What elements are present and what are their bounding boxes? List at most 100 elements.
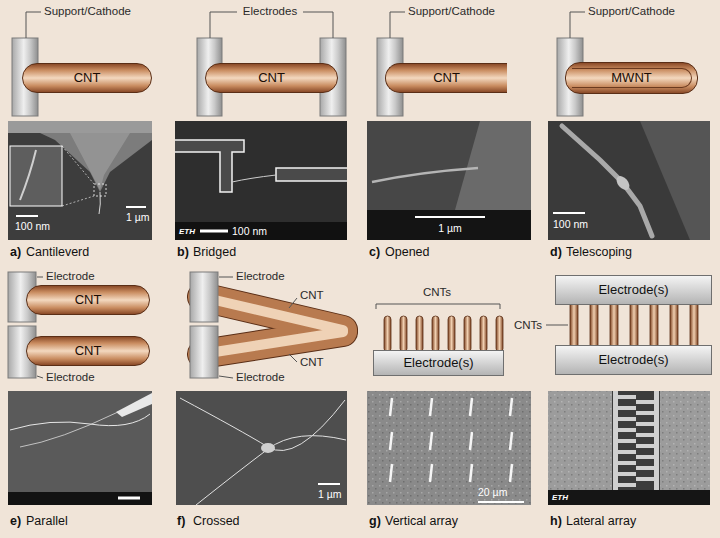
panel-caption: Vertical array — [385, 514, 458, 528]
sem-image — [548, 391, 710, 505]
sem-image — [8, 391, 152, 505]
sem-image — [70, 133, 130, 190]
sem-image — [196, 436, 346, 505]
sem-image — [510, 432, 512, 450]
panel-letter: c) — [369, 245, 380, 259]
sem-image — [116, 393, 152, 417]
watermark: ETH — [179, 227, 195, 236]
sem-image — [62, 196, 94, 206]
sem-image — [636, 477, 654, 481]
sem-image — [618, 483, 636, 487]
node-text: CNT — [74, 71, 101, 86]
sem-image — [654, 391, 659, 490]
sem-image — [180, 398, 345, 451]
sem-image — [618, 395, 654, 487]
sem-image — [430, 464, 432, 482]
scale-bar-label: 20 µm — [478, 486, 507, 498]
vertical-cnt — [496, 316, 503, 352]
watermark: ETH — [552, 493, 568, 502]
vertical-cnt — [432, 316, 439, 352]
sem-image — [232, 175, 276, 182]
panel-letter: g) — [369, 514, 381, 528]
sem-image — [367, 391, 531, 505]
part-label: CNT — [300, 289, 324, 302]
sem-image — [548, 391, 710, 505]
panel-letter: e) — [10, 514, 21, 528]
node-text: CNT — [433, 71, 460, 86]
panel-caption: Crossed — [193, 514, 240, 528]
sem-image — [94, 184, 106, 196]
part-label: Support/Cathode — [44, 5, 131, 18]
panel-letter: h) — [550, 514, 562, 528]
scale-bar-label: 100 nm — [232, 225, 267, 237]
scale-bar-label: 100 nm — [553, 218, 588, 230]
lateral-cnt — [650, 303, 658, 347]
sem-image — [618, 406, 636, 410]
panel-caption: Telescoping — [566, 245, 632, 259]
sem-image — [20, 412, 118, 447]
lateral-cnt — [670, 303, 678, 347]
sem-image — [510, 464, 512, 482]
sem-image — [200, 230, 228, 233]
part-label: Support/Cathode — [408, 5, 495, 18]
sem-image — [175, 140, 244, 192]
sem-image — [8, 391, 152, 505]
sem-image — [618, 450, 636, 454]
node-text: CNT — [75, 293, 102, 308]
sem-image — [367, 391, 531, 505]
node-text: CNT — [75, 344, 102, 359]
electrode-box: Electrode(s) — [373, 350, 504, 376]
vertical-cnt — [464, 316, 471, 352]
sem-image — [470, 432, 472, 450]
sem-image — [636, 433, 654, 437]
part-label: CNTs — [514, 319, 542, 332]
cnt-tube: CNT — [22, 63, 152, 93]
panel-caption: Bridged — [193, 245, 236, 259]
sem-image — [618, 395, 636, 399]
vertical-cnt — [384, 316, 503, 352]
crossed-cnt-drawing — [202, 332, 343, 354]
cnt-tube: CNT — [205, 63, 338, 93]
panel-caption: Cantileverd — [26, 245, 89, 259]
electrode-box: Electrode(s) — [555, 275, 712, 305]
sem-image — [548, 121, 710, 240]
sem-image — [636, 444, 654, 448]
sem-image — [20, 150, 36, 200]
leader-line — [26, 12, 41, 38]
node-text: CNT — [258, 71, 285, 86]
sem-image — [548, 121, 710, 240]
leader-line — [390, 12, 405, 38]
sem-image — [367, 391, 531, 505]
crossed-cnt-drawing — [202, 297, 343, 330]
panel-caption: Lateral array — [566, 514, 636, 528]
sem-image — [126, 206, 146, 208]
sem-image — [548, 490, 710, 505]
lateral-cnt — [630, 303, 638, 347]
sem-image — [510, 398, 512, 416]
opened-cnt-tube: CNT — [385, 63, 507, 93]
part-label: Electrodes — [243, 5, 297, 18]
sem-image — [548, 391, 710, 505]
node-text: Electrode(s) — [598, 283, 668, 298]
leader-line — [289, 354, 297, 362]
leader-line — [546, 325, 568, 326]
sem-image — [470, 398, 472, 416]
panel-letter: a) — [10, 245, 21, 259]
sem-image — [640, 121, 710, 240]
crossed-cnt-drawing — [202, 297, 343, 330]
cnt-tube: CNT — [26, 336, 150, 366]
part-label: Electrode — [46, 371, 95, 384]
vertical-cnt — [400, 316, 407, 352]
sem-image — [390, 432, 392, 450]
sem-image — [8, 121, 152, 133]
scale-bar-label: 100 nm — [15, 220, 50, 232]
leader-line — [289, 298, 297, 308]
lateral-cnt — [690, 303, 698, 347]
sem-image — [372, 168, 478, 182]
sem-image — [636, 411, 654, 415]
sem-image — [618, 472, 636, 476]
sem-image — [636, 400, 654, 404]
node-text: MWNT — [611, 71, 651, 86]
sem-image — [16, 215, 38, 217]
